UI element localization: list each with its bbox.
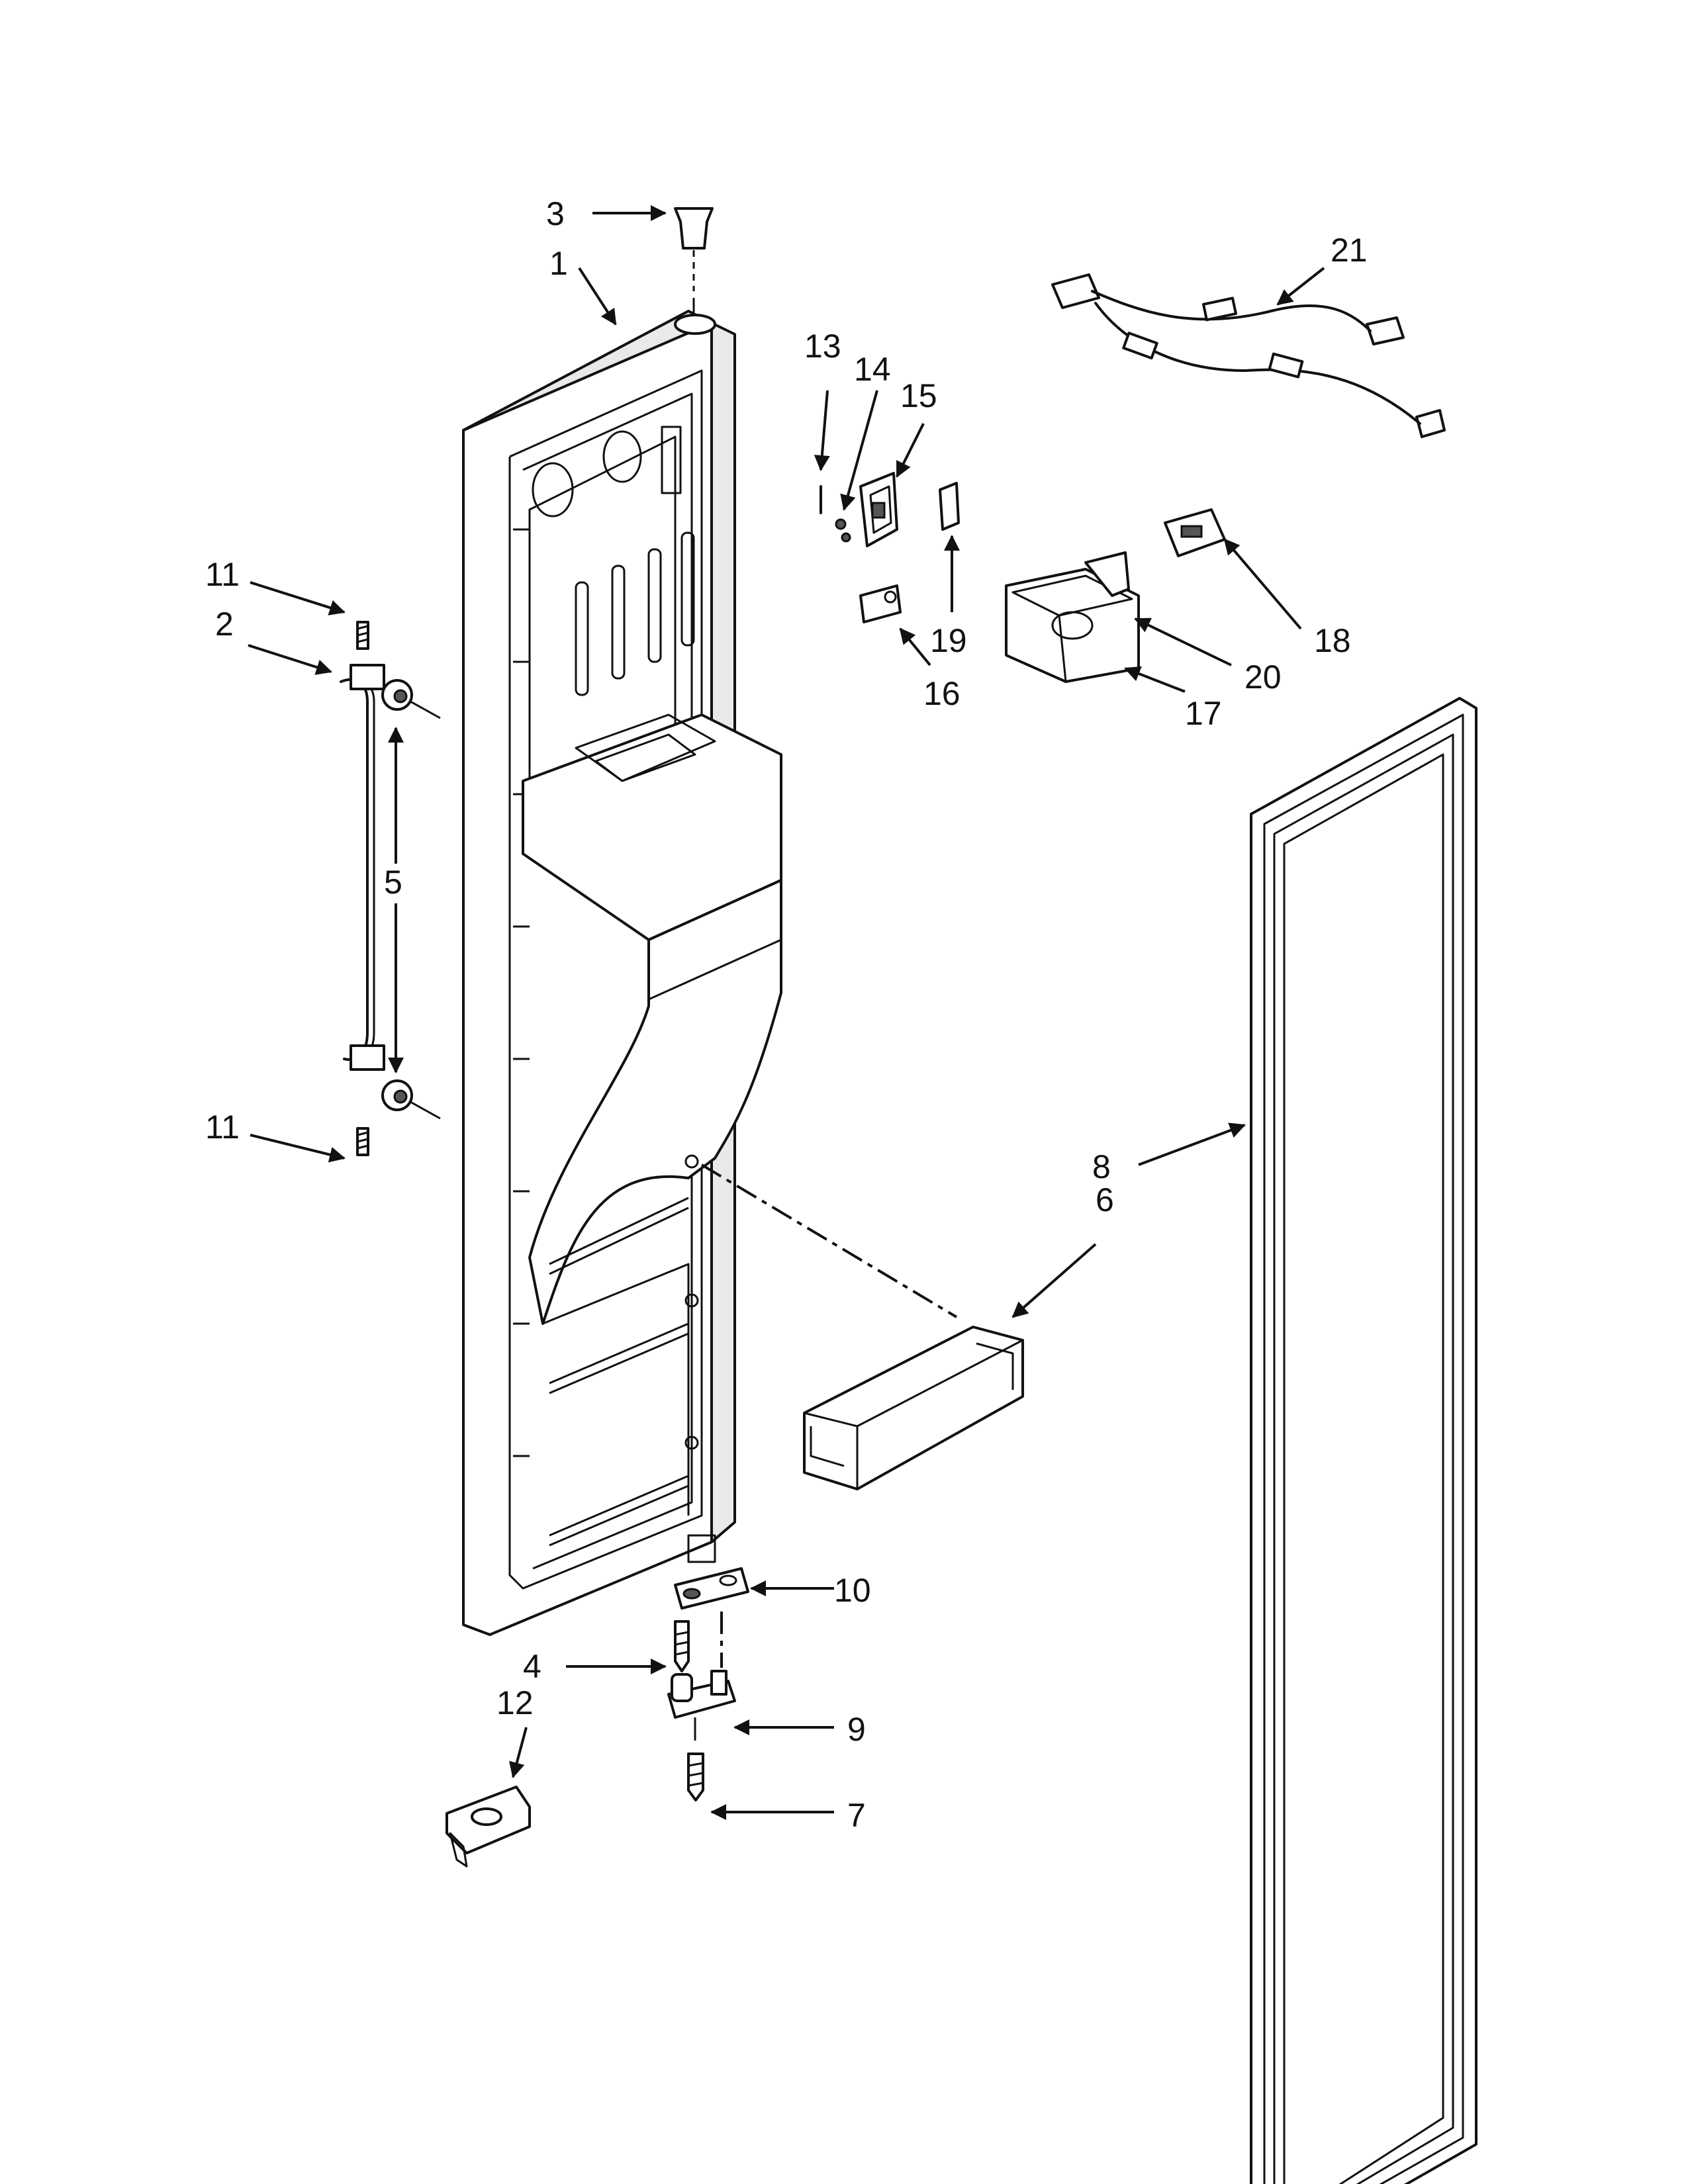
callout-14: 14: [854, 351, 891, 388]
callout-10: 10: [834, 1572, 871, 1609]
callout-20: 20: [1244, 659, 1282, 696]
callout-19: 19: [930, 622, 967, 659]
callout-15: 15: [900, 377, 937, 414]
part-21-wire-harness: [1051, 273, 1446, 438]
callout-21: 21: [1331, 232, 1368, 269]
bin-guide-line: [700, 1163, 958, 1318]
dispenser-control-group: [1005, 508, 1226, 683]
switch-parts-group: [820, 472, 960, 623]
leader-arrows: [248, 205, 1325, 1820]
callout-labels: 1 2 3 4 5 6 7 8 9 10 11 11 12 13 14 15 1…: [205, 195, 1368, 1834]
callout-16: 16: [923, 675, 961, 712]
callout-13: 13: [804, 328, 841, 365]
callout-8: 8: [1092, 1148, 1111, 1185]
callout-18: 18: [1314, 622, 1351, 659]
callout-1: 1: [549, 245, 568, 282]
callout-7: 7: [847, 1797, 866, 1834]
callout-3: 3: [546, 195, 565, 232]
part-2-handle: [340, 621, 441, 1156]
door-liner-part: [462, 298, 782, 1636]
callout-4: 4: [523, 1648, 541, 1685]
callout-17: 17: [1185, 695, 1222, 732]
callout-6: 6: [1096, 1181, 1114, 1218]
part-8-gasket: [1250, 697, 1477, 2184]
part-6-bin: [803, 1326, 1024, 1490]
callout-11-bottom: 11: [205, 1109, 240, 1146]
callout-5: 5: [384, 864, 402, 901]
part-3-plug: [674, 207, 714, 291]
bottom-hinge-group: [445, 1567, 749, 1868]
callout-2: 2: [215, 606, 234, 643]
callout-11-top: 11: [205, 556, 240, 593]
callout-12: 12: [496, 1684, 534, 1721]
callout-9: 9: [847, 1711, 866, 1748]
